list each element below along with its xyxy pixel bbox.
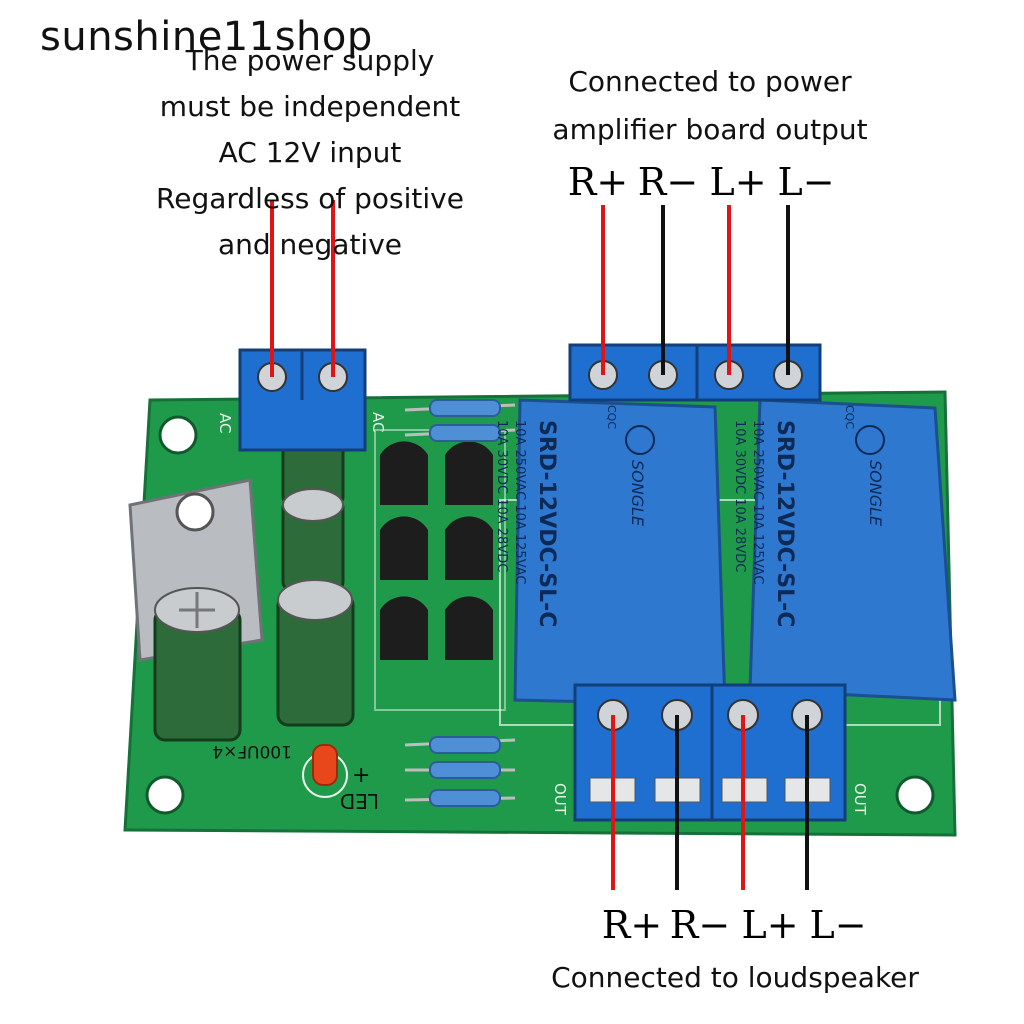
relay-markings-1: SRD-12VDC-SL-C 10A 250VAC 10A 125VAC 10A… (494, 405, 647, 627)
led-label: LED (340, 789, 379, 813)
power-note-line: AC 12V input (218, 136, 402, 169)
terminal-block-speaker-output (573, 683, 847, 822)
out-label-left: OUT (551, 783, 569, 816)
mounting-hole (145, 775, 185, 815)
power-note-line: must be independent (159, 90, 461, 123)
terminal-block-amp-input (568, 343, 822, 402)
mounting-hole (158, 415, 198, 455)
svg-text:CQC: CQC (605, 405, 618, 429)
svg-text:SONGLE: SONGLE (628, 460, 647, 527)
terminal-block-ac-input (238, 348, 367, 452)
power-note-line: The power supply (185, 44, 435, 77)
resistor-bodies (429, 399, 501, 807)
svg-text:10A 250VAC 10A 125VAC: 10A 250VAC 10A 125VAC (512, 420, 527, 585)
led-plus-label: + (352, 763, 370, 788)
top-terminal-l-plus: L+ (709, 160, 766, 204)
capacitor-label: 100UF×4 (212, 741, 292, 761)
svg-text:SRD-12VDC-SL-C: SRD-12VDC-SL-C (534, 420, 559, 627)
power-note-line: Regardless of positive (156, 182, 464, 215)
svg-text:SRD-12VDC-SL-C: SRD-12VDC-SL-C (772, 420, 797, 627)
svg-text:SONGLE: SONGLE (866, 460, 885, 527)
top-terminal-r-minus: R− (638, 160, 698, 204)
svg-text:10A 250VAC 10A 125VAC: 10A 250VAC 10A 125VAC (750, 420, 765, 585)
capacitor (276, 579, 355, 727)
bottom-terminal-l-plus: L+ (741, 903, 798, 947)
capacitor (281, 488, 345, 592)
bottom-terminal-r-plus: R+ (602, 903, 662, 947)
loudspeaker-note: Connected to loudspeaker (551, 961, 919, 994)
power-note-line: and negative (217, 228, 403, 261)
bottom-terminal-l-minus: L− (809, 903, 866, 947)
regulator-hole (175, 492, 215, 532)
amplifier-output-note: Connected to power amplifier board outpu… (520, 58, 900, 154)
svg-text:CQC: CQC (843, 405, 856, 429)
svg-text:10A 30VDC 10A 28VDC: 10A 30VDC 10A 28VDC (494, 420, 509, 572)
relay-markings-2: SRD-12VDC-SL-C 10A 250VAC 10A 125VAC 10A… (732, 405, 885, 627)
bottom-terminal-r-minus: R− (670, 903, 730, 947)
ac-label-right: AC (369, 412, 387, 432)
transistor-column (380, 441, 493, 660)
out-label-right: OUT (851, 783, 869, 816)
power-supply-note: The power supply must be independent AC … (110, 38, 510, 268)
svg-text:10A 30VDC 10A 28VDC: 10A 30VDC 10A 28VDC (732, 420, 747, 572)
amp-note-line: Connected to power (568, 65, 852, 98)
amp-note-line: amplifier board output (552, 113, 868, 146)
relay-left-channel (748, 398, 957, 702)
top-terminal-l-minus: L− (777, 160, 834, 204)
top-terminal-r-plus: R+ (568, 160, 628, 204)
led (302, 744, 348, 798)
mounting-hole (895, 775, 935, 815)
ac-label-left: AC (216, 413, 234, 433)
shop-watermark: sunshine11shop (40, 14, 373, 60)
capacitor-large (153, 587, 242, 742)
